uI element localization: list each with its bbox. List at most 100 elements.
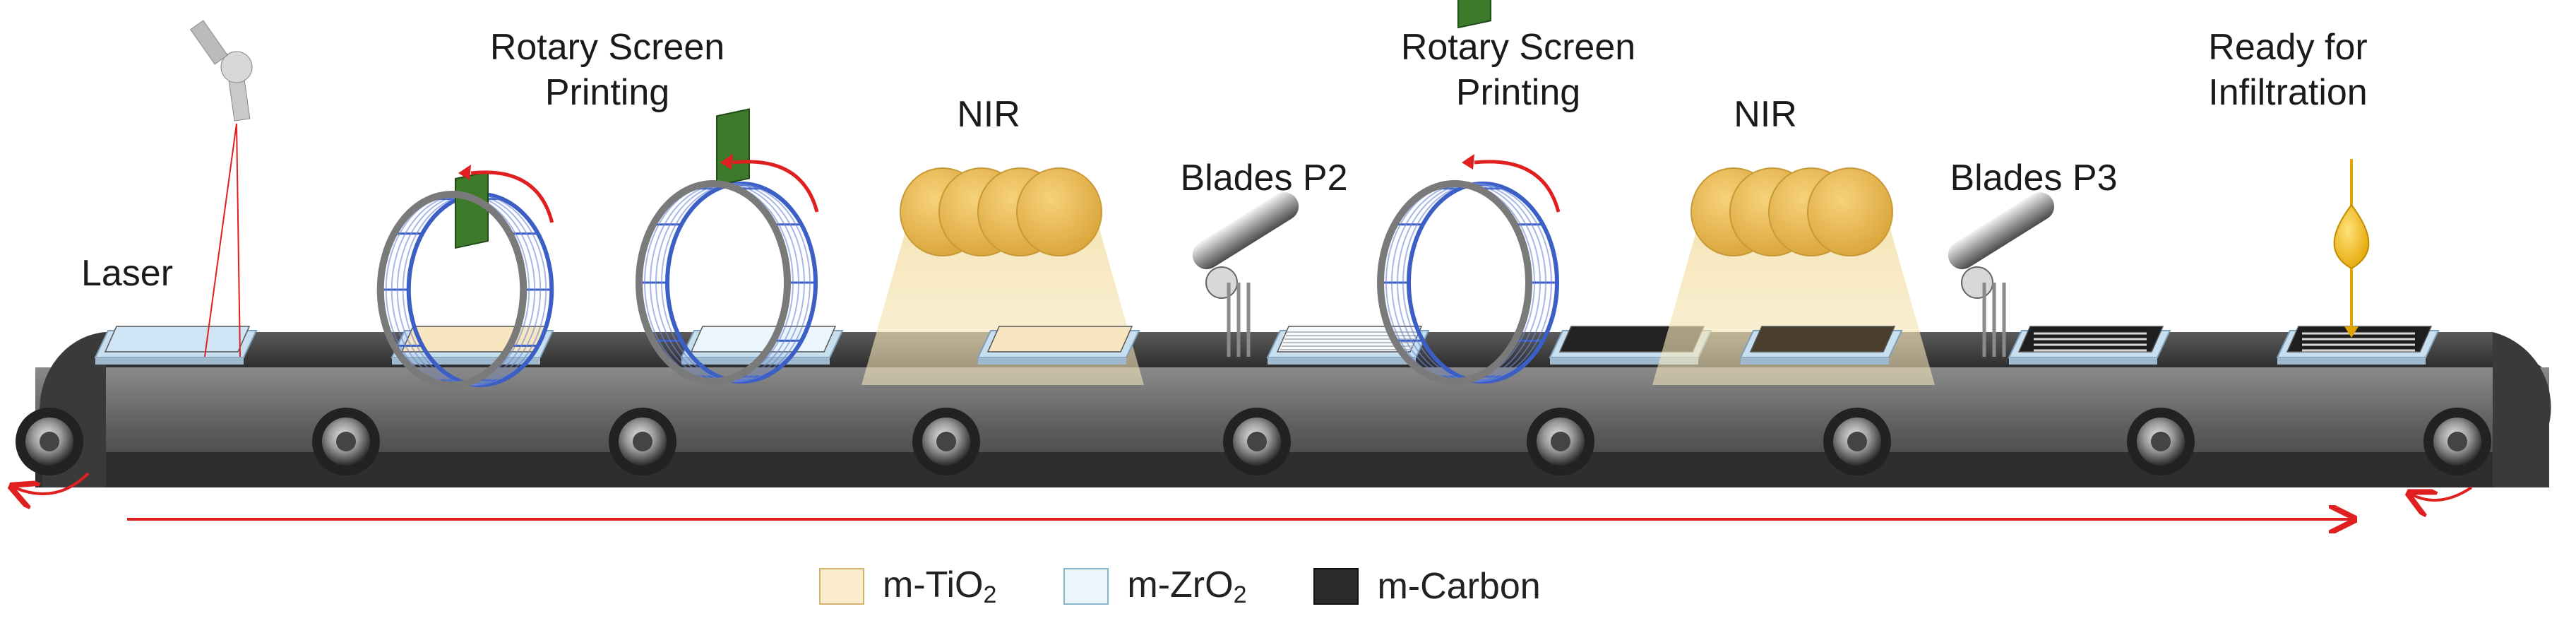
label-rotary-1-line1: Rotary Screen <box>489 27 725 68</box>
laser-beam-left <box>204 123 237 357</box>
substrate-ready-stripes <box>2302 332 2415 352</box>
rotation-arrow-arc <box>732 160 819 213</box>
label-nir-2: NIR <box>1734 94 1797 135</box>
right-curve-arrow <box>2411 486 2473 500</box>
substrate-edge <box>1268 357 1416 365</box>
laser-icon <box>190 20 253 357</box>
substrate-edge <box>2009 357 2157 365</box>
screen-mesh-ring <box>661 183 811 382</box>
substrate-layer <box>690 326 837 353</box>
roller-7 <box>1823 408 1891 475</box>
rotary-screen-1 <box>376 165 554 389</box>
roller-6 <box>1527 408 1594 475</box>
substrate-edge <box>1550 357 1698 365</box>
label-ready-line2: Infiltration <box>2208 72 2368 113</box>
roller-center <box>2447 432 2467 451</box>
legend-swatch-zro2 <box>1063 568 1109 605</box>
label-ready-line1: Ready for <box>2208 27 2368 68</box>
rotation-arrow-arc <box>470 170 554 223</box>
label-nir-1: NIR <box>957 94 1020 135</box>
roller-center <box>1247 432 1267 451</box>
legend-item-zro2: m-ZrO2 <box>1063 564 1246 609</box>
legend-swatch-tio2 <box>819 568 864 605</box>
substrate-edge <box>392 357 540 365</box>
squeegee <box>1457 0 1491 29</box>
roller-center <box>2151 432 2171 451</box>
blade-icon-p2 <box>1192 192 1299 357</box>
roller-center <box>1847 432 1867 451</box>
substrate-p3-stripes <box>2034 332 2147 352</box>
legend-text-zro2: m-ZrO2 <box>1127 564 1247 608</box>
label-rotary-2: Rotary Screen Printing <box>1335 25 1702 115</box>
label-blades-p3: Blades P3 <box>1950 158 2118 199</box>
substrate-laser <box>94 326 258 365</box>
screen-front-ring <box>636 180 791 385</box>
belt-right-end <box>2493 332 2551 487</box>
legend-text-carbon: m-Carbon <box>1377 566 1541 607</box>
screen-front-ring <box>376 191 527 389</box>
blade-bar-end <box>1205 266 1238 299</box>
legend-item-carbon: m-Carbon <box>1313 565 1541 608</box>
legend-text-tio2: m-TiO2 <box>883 564 997 608</box>
roller-center <box>1551 432 1570 451</box>
substrate-layer <box>104 326 251 353</box>
droplet-icon <box>2333 159 2370 338</box>
blade-bar-end <box>1961 266 1993 299</box>
stations <box>94 0 2440 389</box>
legend: m-TiO2 m-ZrO2 m-Carbon <box>819 558 1608 615</box>
laser-beam-right <box>236 123 241 357</box>
roller-center <box>40 432 59 451</box>
substrate-layer <box>1749 326 1896 353</box>
left-curve-arrow <box>14 472 90 494</box>
roller-3 <box>609 408 676 475</box>
droplet-arrowhead <box>2344 326 2359 338</box>
conveyor-belt <box>14 332 2551 519</box>
legend-swatch-carbon <box>1313 568 1359 605</box>
substrate-edge <box>1741 357 1889 365</box>
label-ready: Ready for Infiltration <box>2154 25 2422 115</box>
squeegee <box>716 108 750 187</box>
substrate-nir-2 <box>1739 326 1903 365</box>
rotation-arrow-arc <box>1474 160 1561 213</box>
rotation-arrow-head <box>1462 154 1474 170</box>
rotary-screen-3 <box>1377 0 1561 385</box>
rotation-arrow-head <box>458 165 471 180</box>
roller-9 <box>2423 408 2491 475</box>
rotary-screen-2 <box>636 108 819 385</box>
substrate-nir-1 <box>977 326 1140 365</box>
substrate-edge <box>2277 357 2426 365</box>
legend-item-tio2: m-TiO2 <box>819 564 996 609</box>
label-blades-p2: Blades P2 <box>1180 158 1348 199</box>
roller-1 <box>16 408 83 475</box>
blade-bar <box>1948 192 2055 270</box>
rotation-arrow-head <box>720 154 733 170</box>
substrate-p2 <box>1266 326 1430 365</box>
roller-5 <box>1223 408 1291 475</box>
label-rotary-1-line2: Printing <box>544 72 670 113</box>
laser-joint <box>220 51 253 83</box>
belt-bottom-edge <box>35 452 2549 487</box>
blade-bar <box>1192 192 1299 270</box>
roller-2 <box>312 408 380 475</box>
roller-8 <box>2127 408 2195 475</box>
roller-center <box>633 432 652 451</box>
laser-head <box>190 20 228 65</box>
label-rotary-1: Rotary Screen Printing <box>424 25 791 115</box>
screen-mesh-ring <box>1402 183 1552 382</box>
droplet <box>2333 203 2370 270</box>
roller-center <box>936 432 956 451</box>
label-rotary-2-line1: Rotary Screen <box>1400 27 1636 68</box>
screen-front-ring <box>1377 180 1532 385</box>
substrate-layer <box>986 326 1133 353</box>
roller-center <box>336 432 356 451</box>
nir-lamp <box>1016 167 1102 256</box>
label-rotary-2-line2: Printing <box>1455 72 1581 113</box>
label-laser: Laser <box>80 253 174 294</box>
nir-station-2 <box>1652 167 1935 385</box>
substrate-edge <box>978 357 1126 365</box>
squeegee <box>455 170 489 249</box>
roller-4 <box>912 408 980 475</box>
nir-lamp <box>1807 167 1893 256</box>
